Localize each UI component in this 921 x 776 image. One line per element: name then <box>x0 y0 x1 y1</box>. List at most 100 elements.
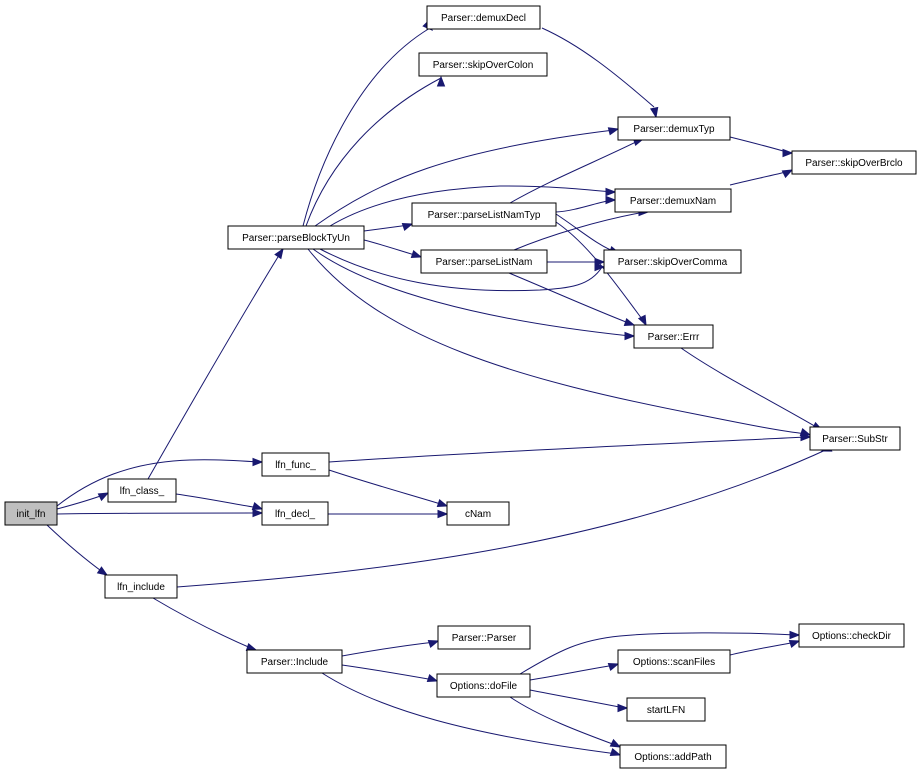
edge-arrowhead <box>436 498 449 508</box>
node-skipOverComma[interactable]: Parser::skipOverComma <box>603 249 742 274</box>
edge-arrowhead <box>245 642 258 652</box>
edge-arrowhead <box>607 662 620 672</box>
node-label: lfn_include <box>117 582 165 593</box>
call-edge <box>363 239 419 257</box>
node-box <box>420 249 548 274</box>
call-edge <box>541 27 655 108</box>
node-label: Parser::demuxDecl <box>441 13 526 24</box>
node-box <box>791 150 917 175</box>
call-edge <box>147 251 282 480</box>
call-edge <box>329 185 613 227</box>
call-edge <box>328 469 445 506</box>
node-doFile[interactable]: Options::doFile <box>436 673 531 698</box>
node-box <box>107 478 177 503</box>
call-edge <box>680 347 819 429</box>
node-label: Parser::Parser <box>452 633 517 644</box>
node-label: lfn_decl_ <box>275 509 315 520</box>
node-parseListNam[interactable]: Parser::parseListNam <box>420 249 548 274</box>
node-subStr[interactable]: Parser::SubStr <box>809 426 901 451</box>
node-lfn_include[interactable]: lfn_include <box>104 574 178 599</box>
node-box <box>614 188 732 213</box>
call-edge <box>152 597 254 650</box>
node-label: Parser::demuxTyp <box>633 124 715 135</box>
edge-arrowhead <box>410 249 423 259</box>
node-cNam[interactable]: cNam <box>446 501 510 526</box>
node-startLFN[interactable]: startLFN <box>626 697 706 722</box>
node-box <box>437 625 531 650</box>
edge-arrowhead <box>781 169 794 179</box>
node-box <box>418 52 548 77</box>
call-edge <box>513 211 646 251</box>
edge-arrowhead <box>649 106 659 119</box>
node-scanFiles[interactable]: Options::scanFiles <box>617 649 731 674</box>
call-edge <box>555 199 613 213</box>
node-parseBlockTyUn[interactable]: Parser::parseBlockTyUn <box>227 225 365 250</box>
node-box <box>617 649 731 674</box>
call-edge <box>328 436 808 463</box>
node-box <box>411 202 557 227</box>
call-edge <box>302 27 431 227</box>
node-label: Options::scanFiles <box>633 657 715 668</box>
edge-arrowhead <box>274 247 284 260</box>
edge-arrowhead <box>605 187 617 197</box>
node-box <box>603 249 742 274</box>
node-label: Parser::parseListNamTyp <box>428 210 541 221</box>
call-edge <box>312 248 631 337</box>
node-box <box>809 426 901 451</box>
call-edge <box>176 447 831 588</box>
node-label: Options::checkDir <box>812 631 892 642</box>
call-edge <box>319 248 603 292</box>
node-label: Parser::Include <box>261 657 329 668</box>
edge-arrowhead <box>788 639 801 649</box>
node-demuxTyp[interactable]: Parser::demuxTyp <box>617 116 731 141</box>
node-box <box>246 649 343 674</box>
node-skipOverColon[interactable]: Parser::skipOverColon <box>418 52 548 77</box>
edge-arrowhead <box>594 262 606 272</box>
edge-arrowhead <box>605 195 617 205</box>
edge-arrowhead <box>427 639 440 649</box>
edge-arrowhead <box>252 457 264 467</box>
node-label: Parser::skipOverComma <box>618 257 728 268</box>
call-edge <box>56 493 107 510</box>
call-edge <box>729 136 791 154</box>
node-demuxDecl[interactable]: Parser::demuxDecl <box>426 5 541 30</box>
node-label: lfn_class_ <box>120 486 165 497</box>
node-parseListNamTyp[interactable]: Parser::parseListNamTyp <box>411 202 557 227</box>
node-checkDir[interactable]: Options::checkDir <box>798 623 905 648</box>
call-edge <box>314 129 615 227</box>
node-demuxNam[interactable]: Parser::demuxNam <box>614 188 732 213</box>
node-label: Parser::skipOverColon <box>433 60 534 71</box>
node-lfn_func[interactable]: lfn_func_ <box>261 452 330 477</box>
node-box <box>261 452 330 477</box>
node-addPath[interactable]: Options::addPath <box>619 744 727 769</box>
node-parserInclude[interactable]: Parser::Include <box>246 649 343 674</box>
call-edge <box>321 672 618 755</box>
node-errr[interactable]: Parser::Errr <box>633 324 714 349</box>
edge-arrowhead <box>609 738 622 748</box>
node-lfn_decl[interactable]: lfn_decl_ <box>261 501 329 526</box>
call-edge <box>307 248 808 435</box>
call-edge <box>56 459 260 507</box>
call-edge <box>175 493 260 509</box>
node-label: Options::doFile <box>450 681 518 692</box>
node-box <box>261 501 329 526</box>
node-box <box>633 324 714 349</box>
edge-arrowhead <box>637 314 647 327</box>
node-skipOverBrclo[interactable]: Parser::skipOverBrclo <box>791 150 917 175</box>
edge-arrowhead <box>251 501 264 511</box>
call-edge <box>729 170 791 186</box>
node-label: Parser::SubStr <box>822 434 888 445</box>
node-box <box>619 744 727 769</box>
call-edge <box>509 139 641 204</box>
edge-arrowhead <box>594 257 606 267</box>
node-label: Parser::demuxNam <box>630 196 716 207</box>
call-edge <box>46 524 105 574</box>
node-init_lfn[interactable]: init_lfn <box>4 501 58 526</box>
node-box <box>104 574 178 599</box>
node-parserParser[interactable]: Parser::Parser <box>437 625 531 650</box>
call-edge <box>509 696 619 747</box>
node-lfn_class[interactable]: lfn_class_ <box>107 478 177 503</box>
node-label: init_lfn <box>17 509 46 520</box>
edge-arrowhead <box>609 747 622 757</box>
node-box <box>798 623 905 648</box>
